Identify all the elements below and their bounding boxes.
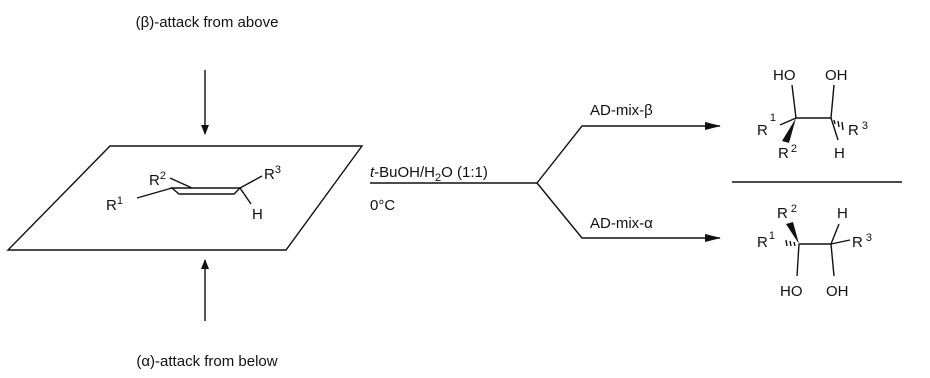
- beta-attack-label: (β)-attack from above: [136, 14, 279, 31]
- alkene-r2-label: R2: [149, 170, 166, 189]
- hash-c1-r1-alpha: [785, 239, 796, 247]
- product-beta-oh: OH: [825, 67, 848, 84]
- bond-c2-h-alpha: [830, 223, 840, 245]
- bond-r3: [239, 175, 263, 189]
- bond-c2-o: [830, 84, 835, 119]
- bond-c2-h: [830, 117, 839, 141]
- solvent-label: t-BuOH/H2O (1:1): [370, 164, 488, 184]
- bond-c1-r1: [779, 117, 797, 126]
- alpha-branch-arrow: [536, 182, 721, 242]
- bond-c1-o: [791, 84, 797, 119]
- product-alpha-ho: HO: [780, 283, 803, 300]
- product-beta-h: H: [834, 145, 845, 162]
- bond-c2-o-alpha: [830, 243, 835, 277]
- bond-c1-o-alpha: [796, 243, 800, 277]
- product-beta-ho: HO: [773, 67, 796, 84]
- alpha-attack-label: (α)-attack from below: [136, 353, 277, 370]
- bond-c2-r3-alpha: [830, 239, 851, 245]
- bond-h: [239, 187, 252, 205]
- bond-r1: [136, 187, 173, 199]
- reagent-beta-label: AD-mix-β: [590, 102, 653, 119]
- reagent-alpha-label: AD-mix-α: [590, 215, 653, 232]
- product-alpha-h: H: [837, 205, 848, 222]
- alkene-r1-label: R1: [106, 195, 123, 214]
- alkene-h-label: H: [252, 206, 263, 223]
- alkene-r3-label: R3: [264, 164, 281, 183]
- wedge-c1-r2: [782, 118, 796, 143]
- bond-r2: [169, 177, 193, 189]
- product-beta-r1: R1: [757, 112, 776, 139]
- beta-branch-arrow: [536, 122, 721, 184]
- double-bond: [170, 187, 242, 195]
- wedge-c1-r2-alpha: [786, 222, 799, 244]
- temperature-label: 0°C: [370, 197, 395, 214]
- hash-c2-r3: [833, 119, 844, 131]
- product-alpha-r1: R1: [757, 230, 775, 251]
- alkene-structure: R2 R3 R1 H: [106, 164, 281, 223]
- product-alpha-oh: OH: [826, 283, 849, 300]
- reaction-plane: [6, 145, 364, 251]
